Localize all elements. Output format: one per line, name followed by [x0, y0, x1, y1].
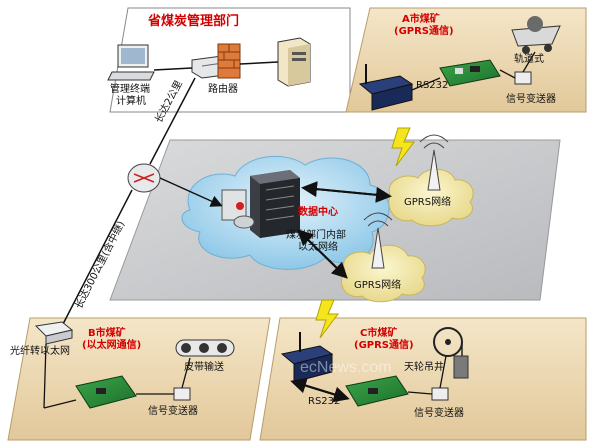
mine-c-title-1: C市煤矿: [360, 328, 398, 339]
top-panel-links: [153, 61, 279, 71]
lightning-top-icon: [391, 127, 415, 167]
ethernet-label-2: 以太网络: [298, 242, 338, 253]
mine-c-title-2: (GPRS通信): [354, 340, 414, 351]
gprs-modem-c-icon: [280, 332, 334, 383]
rail-cart-icon: [511, 16, 561, 54]
mine-b-title-1: B市煤矿: [88, 328, 126, 339]
core-router-icon: [127, 163, 161, 193]
left-links: [61, 77, 223, 327]
transmitter-c-icon: [431, 387, 449, 401]
cloud-gprs-arrows: [297, 181, 392, 279]
mine-c-transmitter: 信号变送器: [414, 408, 464, 419]
watermark: ecNews.com: [300, 359, 392, 376]
gprs-modem-a-icon: [358, 64, 414, 111]
firewall-icon: [217, 43, 241, 79]
mine-c-rs232: RS232: [308, 396, 341, 407]
data-center-label: 数据中心: [298, 207, 338, 218]
mine-c-device: 天轮吊井: [404, 362, 444, 373]
gprs-label-right: GPRS网络: [404, 197, 452, 208]
board-a-icon: [439, 59, 501, 87]
terminal-label-1: 管理终端: [110, 84, 150, 95]
mine-b-device: 皮带输送: [184, 362, 224, 373]
terminal-label-2: 计算机: [116, 96, 146, 107]
server-rack-icon: [221, 170, 300, 238]
lightning-bottom-icon: [315, 299, 339, 339]
mine-a-title-1: A市煤矿: [402, 14, 440, 25]
hoist-wheel-icon: [433, 327, 469, 379]
mine-a-rs232: RS232: [416, 80, 449, 91]
router-label: 路由器: [208, 84, 238, 95]
mine-a-title-2: (GPRS通信): [394, 26, 454, 37]
conveyor-belt-icon: [175, 339, 235, 357]
mine-b-links: [43, 343, 191, 409]
gprs-label-lower: GPRS网络: [354, 280, 402, 291]
mine-a-transmitter: 信号变送器: [506, 94, 556, 105]
board-b-icon: [75, 375, 137, 409]
server-tower-icon: [277, 37, 311, 87]
management-computer-icon: [107, 44, 155, 81]
ethernet-label-1: 煤炭部门内部: [286, 230, 346, 241]
antenna-lower-icon: [363, 212, 393, 269]
board-c-icon: [345, 375, 409, 407]
fiber-converter-label: 光纤转以太网: [10, 346, 70, 357]
mine-c-links: [290, 355, 447, 403]
mine-b-transmitter: 信号变送器: [148, 406, 198, 417]
mine-a-device: 轨道式: [514, 54, 544, 65]
transmitter-b-icon: [173, 387, 191, 401]
gprs-cloud-lower: [340, 244, 426, 303]
mine-c-panel: [259, 317, 587, 441]
mine-b-title-2: (以太网通信): [82, 340, 142, 351]
mine-a-links: [411, 51, 536, 91]
top-panel-title: 省煤炭管理部门: [148, 14, 240, 29]
transmitter-a-icon: [514, 71, 532, 85]
fiber-converter-icon: [34, 321, 74, 345]
antenna-right-icon: [419, 134, 449, 191]
gprs-cloud-right: [388, 168, 474, 227]
